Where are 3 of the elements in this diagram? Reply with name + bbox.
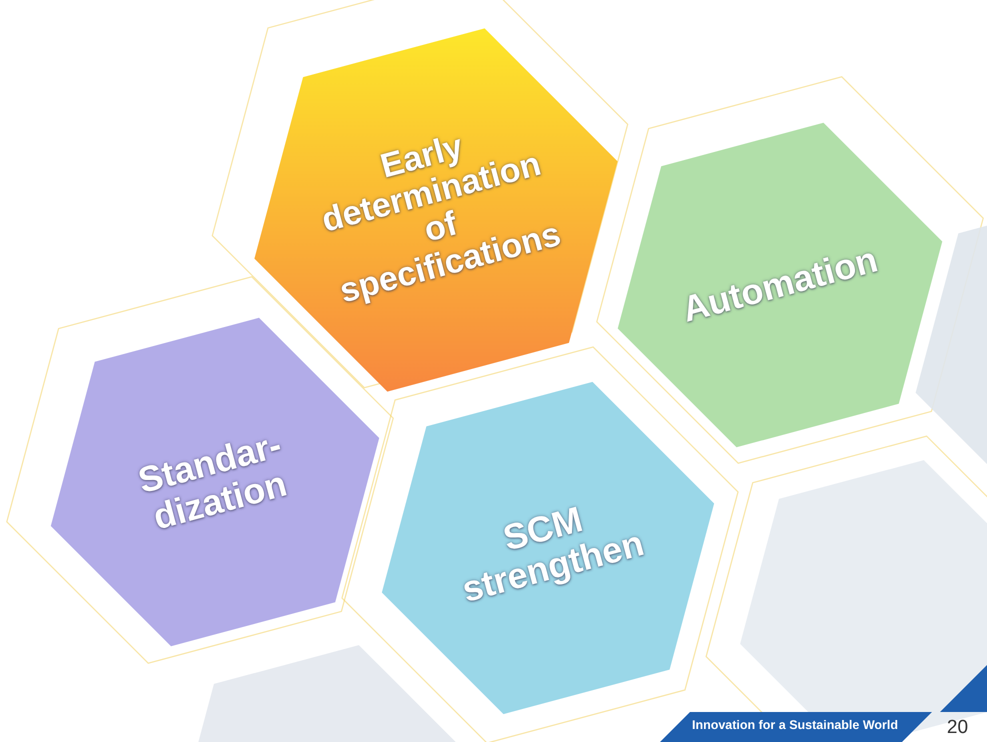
footer-slogan: Innovation for a Sustainable World xyxy=(690,718,900,732)
page-number: 20 xyxy=(946,717,970,739)
tile-label: Standar- dization xyxy=(132,422,292,540)
